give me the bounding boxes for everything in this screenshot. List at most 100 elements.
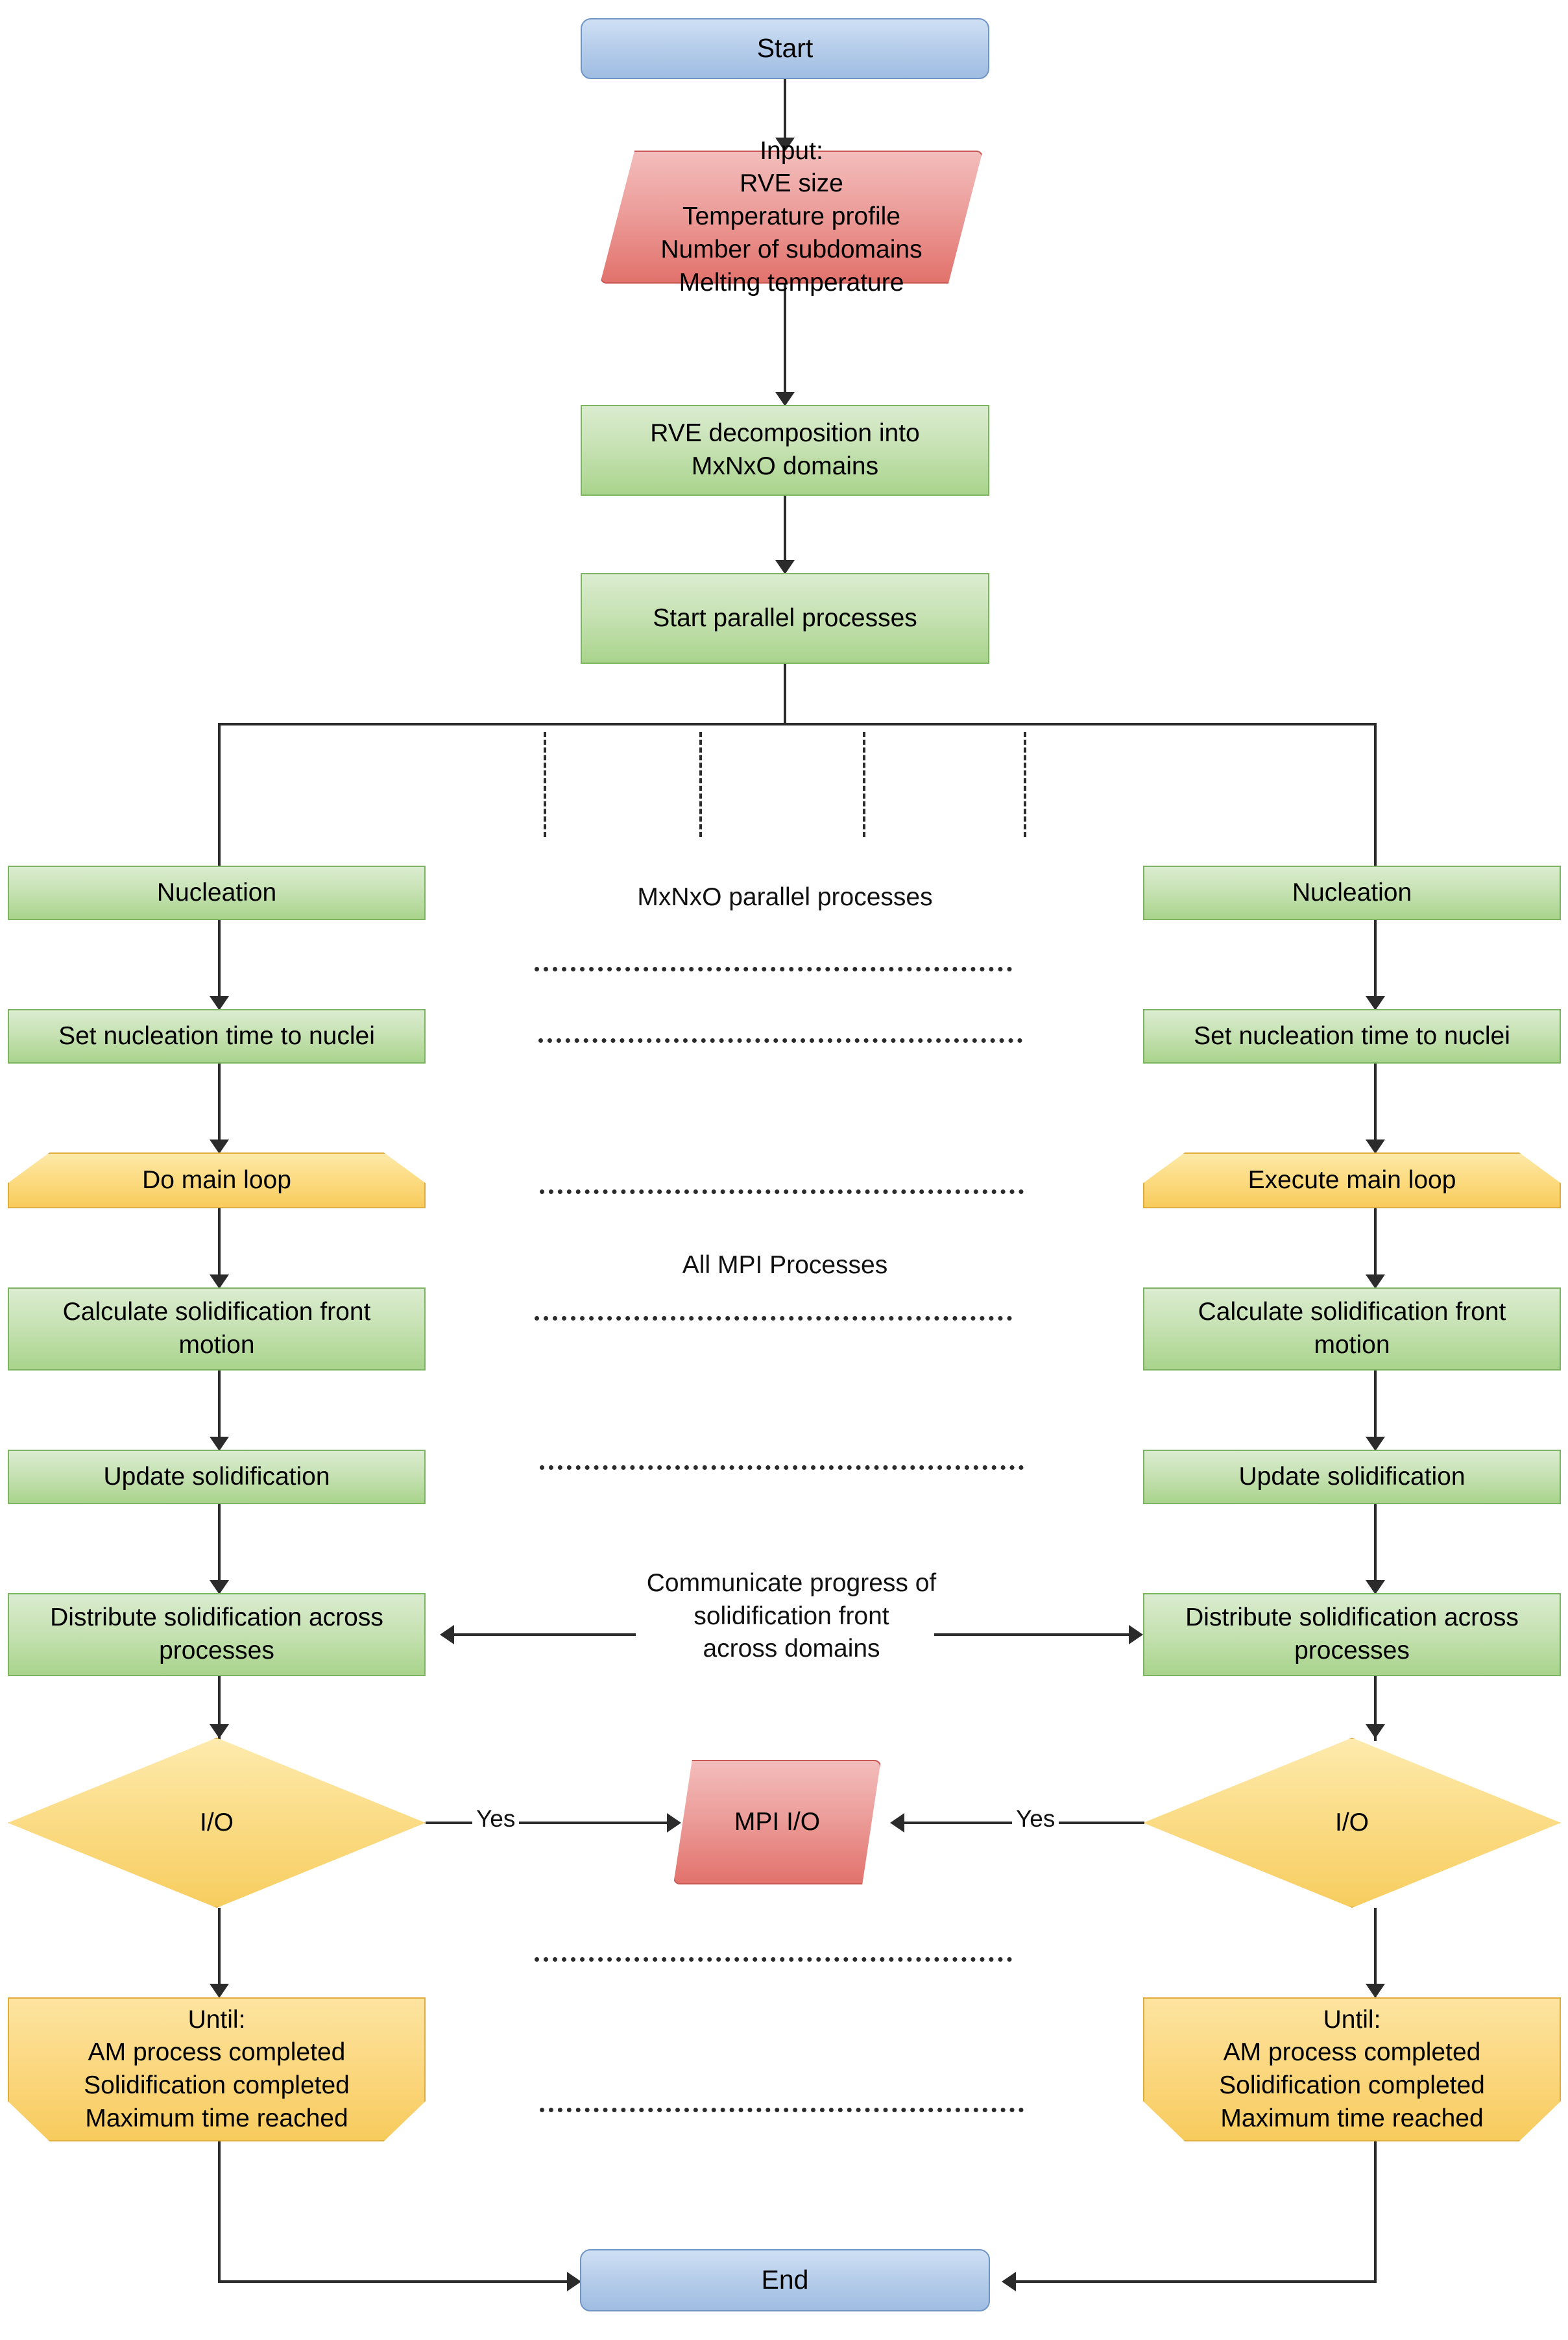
node-mpi-io[interactable]: MPI I/O <box>673 1760 881 1884</box>
node-right-until-label: Until: AM process completed Solidificati… <box>1219 2005 1485 2132</box>
node-right-until[interactable]: Until: AM process completed Solidificati… <box>1143 1997 1561 2141</box>
fork-drop-left <box>218 723 221 866</box>
edge-right-until-to-end-horizontal <box>1016 2280 1377 2283</box>
edge-left-io-yes <box>426 1822 668 1824</box>
arrowhead-right-loop <box>1366 1140 1385 1154</box>
node-right-io-decision-label: I/O <box>1334 1808 1369 1836</box>
edge-left-update-to-distribute <box>218 1504 221 1585</box>
edge-right-distribute-to-io <box>1374 1676 1377 1741</box>
edge-right-calc-to-update <box>1374 1371 1377 1442</box>
node-left-calc-front[interactable]: Calculate solidification front motion <box>8 1287 426 1371</box>
node-left-nucleation-label: Nucleation <box>156 878 277 907</box>
node-start-label: Start <box>756 33 814 64</box>
omitted-process-divider-1 <box>544 732 546 837</box>
edge-left-calc-to-update <box>218 1371 221 1442</box>
node-mpi-io-label: MPI I/O <box>734 1807 821 1836</box>
edge-parallel-to-bus <box>784 664 786 725</box>
omitted-row-dots-2 <box>538 1038 1022 1043</box>
arrowhead-down-parallel <box>775 560 795 574</box>
node-start-parallel-label: Start parallel processes <box>653 603 917 632</box>
edge-communicate-to-right <box>934 1633 1130 1636</box>
annotation-communicate-progress: Communicate progress of solidification f… <box>646 1569 937 1663</box>
node-left-set-nucleation-time[interactable]: Set nucleation time to nuclei <box>8 1009 426 1064</box>
edge-right-until-to-end-vertical <box>1374 2141 1377 2283</box>
node-input[interactable]: Input: RVE size Temperature profile Numb… <box>600 137 983 297</box>
fork-drop-right <box>1374 723 1377 866</box>
node-left-until-label: Until: AM process completed Solidificati… <box>84 2005 350 2132</box>
node-left-until[interactable]: Until: AM process completed Solidificati… <box>8 1997 426 2141</box>
edge-right-loop-to-calc <box>1374 1208 1377 1280</box>
node-right-nucleation[interactable]: Nucleation <box>1143 866 1561 920</box>
node-end[interactable]: End <box>580 2249 990 2311</box>
node-right-distribute[interactable]: Distribute solidification across process… <box>1143 1593 1561 1676</box>
edge-left-nucleation-to-settime <box>218 920 221 1001</box>
node-left-io-decision-label: I/O <box>199 1808 234 1836</box>
arrowhead-left-until <box>210 1984 229 1998</box>
node-left-io-decision[interactable]: I/O <box>8 1738 426 1908</box>
node-rve-decomposition[interactable]: RVE decomposition into MxNxO domains <box>581 405 989 496</box>
omitted-process-divider-3 <box>863 732 865 837</box>
edge-left-loop-to-calc <box>218 1208 221 1280</box>
node-start[interactable]: Start <box>581 18 989 79</box>
omitted-row-dots-5 <box>540 1465 1024 1470</box>
edge-label-yes-right: Yes <box>1012 1805 1059 1833</box>
edge-right-settime-to-loop <box>1374 1064 1377 1145</box>
omitted-row-dots-7 <box>540 2108 1024 2112</box>
node-left-nucleation[interactable]: Nucleation <box>8 866 426 920</box>
loop-end-shape-left <box>8 1997 426 2141</box>
node-left-set-nucleation-time-label: Set nucleation time to nuclei <box>58 1021 375 1050</box>
node-right-set-nucleation-time[interactable]: Set nucleation time to nuclei <box>1143 1009 1561 1064</box>
edge-right-update-to-distribute <box>1374 1504 1377 1585</box>
edge-left-until-to-end-horizontal <box>218 2280 568 2283</box>
arrowhead-left-mpi-from-right <box>890 1813 904 1833</box>
node-left-distribute[interactable]: Distribute solidification across process… <box>8 1593 426 1676</box>
node-left-main-loop[interactable]: Do main loop <box>8 1152 426 1208</box>
arrowhead-right-end-from-left <box>567 2272 581 2291</box>
arrowhead-right-calc <box>1366 1274 1385 1289</box>
edge-decomposition-to-parallel <box>784 496 786 565</box>
node-right-distribute-label: Distribute solidification across process… <box>1185 1603 1519 1664</box>
node-right-set-nucleation-time-label: Set nucleation time to nuclei <box>1194 1021 1510 1050</box>
edge-left-distribute-to-io <box>218 1676 221 1741</box>
edge-input-to-decomposition <box>784 284 786 397</box>
node-right-update-label: Update solidification <box>1238 1462 1465 1491</box>
arrowhead-left-distribute <box>210 1580 229 1594</box>
edge-communicate-to-left <box>454 1633 636 1636</box>
loop-end-shape-right <box>1143 1997 1561 2141</box>
omitted-row-dots-3 <box>540 1189 1024 1194</box>
arrowhead-left-calc <box>210 1274 229 1289</box>
node-right-calc-front-label: Calculate solidification front motion <box>1198 1298 1506 1359</box>
arrowhead-right-mpi-from-left <box>667 1813 681 1833</box>
annotation-parallel-processes: MxNxO parallel processes <box>637 883 933 911</box>
arrowhead-right-until <box>1366 1984 1385 1998</box>
node-left-main-loop-label: Do main loop <box>142 1165 291 1194</box>
node-left-update-solidification[interactable]: Update solidification <box>8 1450 426 1504</box>
omitted-row-dots-1 <box>535 967 1012 971</box>
omitted-process-divider-4 <box>1024 732 1026 837</box>
node-rve-decomposition-label: RVE decomposition into MxNxO domains <box>650 419 920 480</box>
arrowhead-left-update <box>210 1437 229 1451</box>
node-start-parallel-processes[interactable]: Start parallel processes <box>581 573 989 664</box>
node-right-nucleation-label: Nucleation <box>1292 878 1412 907</box>
node-right-calc-front[interactable]: Calculate solidification front motion <box>1143 1287 1561 1371</box>
arrowhead-right-distribute <box>1366 1580 1385 1594</box>
arrowhead-down-input <box>775 138 795 152</box>
arrowhead-down-decomposition <box>775 392 795 406</box>
arrowhead-left-loop <box>210 1140 229 1154</box>
loop-start-shape-right <box>1143 1152 1561 1208</box>
edge-start-to-input <box>784 79 786 143</box>
arrowhead-left-end-from-right <box>1002 2272 1016 2291</box>
node-right-main-loop-label: Execute main loop <box>1248 1165 1456 1194</box>
omitted-row-dots-4 <box>535 1316 1012 1321</box>
edge-left-settime-to-loop <box>218 1064 221 1145</box>
node-right-io-decision[interactable]: I/O <box>1143 1738 1561 1908</box>
node-right-main-loop[interactable]: Execute main loop <box>1143 1152 1561 1208</box>
arrowhead-right-io <box>1366 1724 1385 1738</box>
arrowhead-right-update <box>1366 1437 1385 1451</box>
edge-right-nucleation-to-settime <box>1374 920 1377 1001</box>
annotation-all-mpi-processes: All MPI Processes <box>682 1251 888 1279</box>
node-right-update-solidification[interactable]: Update solidification <box>1143 1450 1561 1504</box>
edge-left-io-to-until <box>218 1908 221 1989</box>
arrowhead-left-settime <box>210 996 229 1010</box>
